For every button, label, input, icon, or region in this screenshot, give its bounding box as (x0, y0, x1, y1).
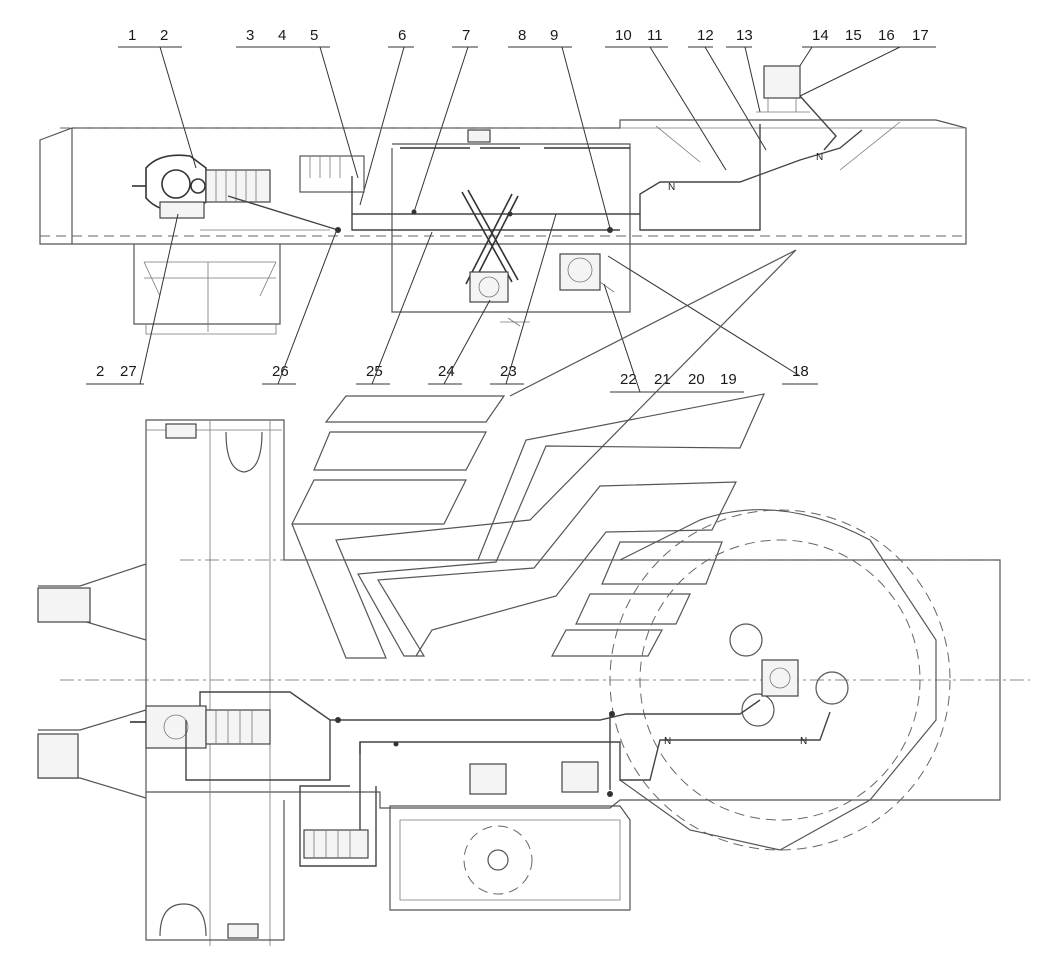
callout-12: 12 (697, 27, 714, 44)
callout-22: 22 (620, 371, 637, 388)
pump-motor-group-top (132, 154, 271, 219)
callout-23: 23 (500, 363, 517, 380)
top-leader-lines (159, 46, 901, 229)
callout-2: 2 (160, 27, 168, 44)
turntable-circle (609, 509, 951, 851)
callout-5: 5 (310, 27, 318, 44)
main-pipe-plan (185, 691, 831, 781)
main-pipe-top (227, 129, 863, 231)
callout-19: 19 (720, 371, 737, 388)
cab-top (756, 65, 810, 113)
callout-11: 11 (647, 27, 663, 44)
oil-tank-side (299, 155, 365, 193)
swing-cylinder-x (461, 189, 530, 327)
callout-1: 1 (128, 27, 136, 44)
callout-24: 24 (438, 363, 455, 380)
callout-9: 9 (550, 27, 558, 44)
plan-view: N N (37, 419, 1030, 946)
callout-21: 21 (654, 371, 671, 388)
valve-mark-top-1: N (668, 182, 675, 193)
callout-10: 10 (615, 27, 632, 44)
rotary-motor-top (559, 253, 615, 293)
oil-tank-plan (389, 761, 631, 911)
rotary-center-motor (761, 659, 799, 697)
side-elevation: N N (39, 65, 967, 335)
valve-mark-bottom-2: N (664, 736, 671, 747)
carriage-frame-top (133, 244, 281, 335)
callout-14: 14 (812, 27, 829, 44)
callout-16: 16 (878, 27, 895, 44)
callout-13: 13 (736, 27, 753, 44)
callout-18: 18 (792, 363, 809, 380)
callout-27: 27 (120, 363, 137, 380)
callout-3: 3 (246, 27, 254, 44)
callout-6: 6 (398, 27, 406, 44)
callout-17: 17 (912, 27, 929, 44)
bottom-callout-bars (86, 383, 818, 393)
top-callouts: 1 2 3 4 5 6 7 8 9 10 11 12 13 14 15 16 1… (128, 27, 929, 44)
valve-mark-top-2: N (816, 152, 823, 163)
valve-mark-bottom: N (800, 736, 807, 747)
callout-7: 7 (462, 27, 470, 44)
callout-20: 20 (688, 371, 705, 388)
pump-motor-group-plan (130, 705, 271, 749)
bottom-leader-lines (139, 213, 801, 393)
callout-8: 8 (518, 27, 526, 44)
valve-block (303, 829, 369, 859)
callout-4: 4 (278, 27, 286, 44)
emblem-logo (291, 249, 797, 659)
callout-15: 15 (845, 27, 862, 44)
callout-2b: 2 (96, 363, 104, 380)
